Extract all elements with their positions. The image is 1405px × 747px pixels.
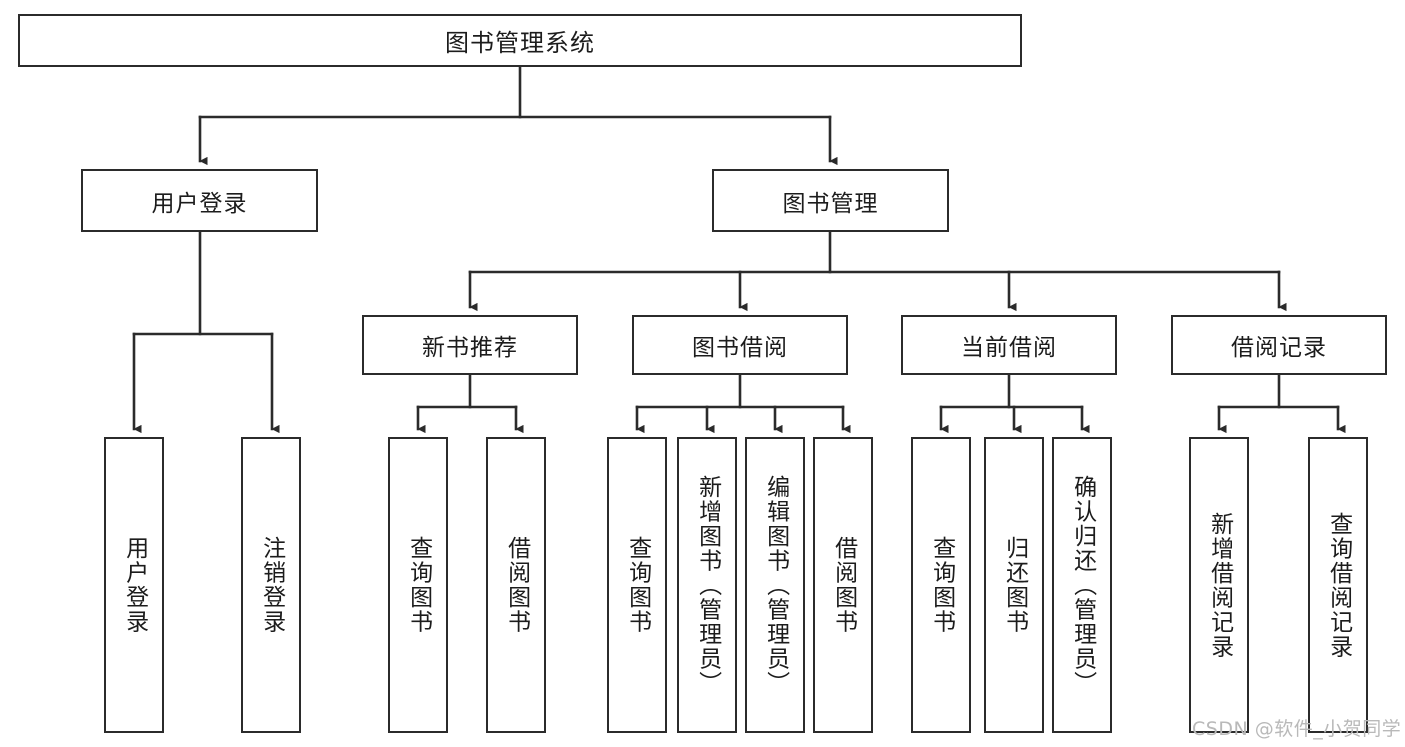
node-leaf-0[interactable]: 用户登录: [104, 437, 164, 733]
node-root-system[interactable]: 图书管理系统: [18, 14, 1022, 67]
node-label: 查询图书: [405, 536, 432, 634]
node-label: 查询借阅记录: [1325, 511, 1352, 659]
node-leaf-1[interactable]: 注销登录: [241, 437, 301, 733]
node-label: 用户登录: [121, 536, 148, 634]
node-label: 借阅记录: [1231, 335, 1327, 361]
node-level3-1[interactable]: 图书借阅: [632, 315, 848, 375]
node-leaf-9[interactable]: 归还图书: [984, 437, 1044, 733]
node-level2-0[interactable]: 用户登录: [81, 169, 318, 232]
node-label: 图书管理: [782, 190, 879, 217]
node-leaf-8[interactable]: 查询图书: [911, 437, 971, 733]
node-label: 新书推荐: [422, 335, 518, 361]
node-level2-1[interactable]: 图书管理: [712, 169, 949, 232]
node-leaf-5[interactable]: 新增图书（管理员）: [677, 437, 737, 733]
node-label: 新增图书（管理员）: [694, 474, 721, 696]
node-label: 查询图书: [928, 536, 955, 634]
node-label: 借阅图书: [830, 536, 857, 634]
node-leaf-7[interactable]: 借阅图书: [813, 437, 873, 733]
node-leaf-12[interactable]: 查询借阅记录: [1308, 437, 1368, 733]
node-leaf-3[interactable]: 借阅图书: [486, 437, 546, 733]
node-label: 图书借阅: [692, 335, 788, 361]
node-label: 用户登录: [151, 190, 248, 217]
node-label: 图书管理系统: [445, 29, 595, 57]
node-label: 新增借阅记录: [1206, 511, 1233, 659]
node-label: 归还图书: [1001, 536, 1028, 634]
node-leaf-2[interactable]: 查询图书: [388, 437, 448, 733]
node-label: 当前借阅: [961, 335, 1057, 361]
node-leaf-11[interactable]: 新增借阅记录: [1189, 437, 1249, 733]
node-label: 确认归还（管理员）: [1069, 474, 1096, 696]
node-label: 编辑图书（管理员）: [762, 474, 789, 696]
node-level3-0[interactable]: 新书推荐: [362, 315, 578, 375]
node-level3-3[interactable]: 借阅记录: [1171, 315, 1387, 375]
node-level3-2[interactable]: 当前借阅: [901, 315, 1117, 375]
node-label: 注销登录: [258, 536, 285, 634]
node-label: 查询图书: [624, 536, 651, 634]
node-leaf-4[interactable]: 查询图书: [607, 437, 667, 733]
node-label: 借阅图书: [503, 536, 530, 634]
node-leaf-6[interactable]: 编辑图书（管理员）: [745, 437, 805, 733]
node-leaf-10[interactable]: 确认归还（管理员）: [1052, 437, 1112, 733]
